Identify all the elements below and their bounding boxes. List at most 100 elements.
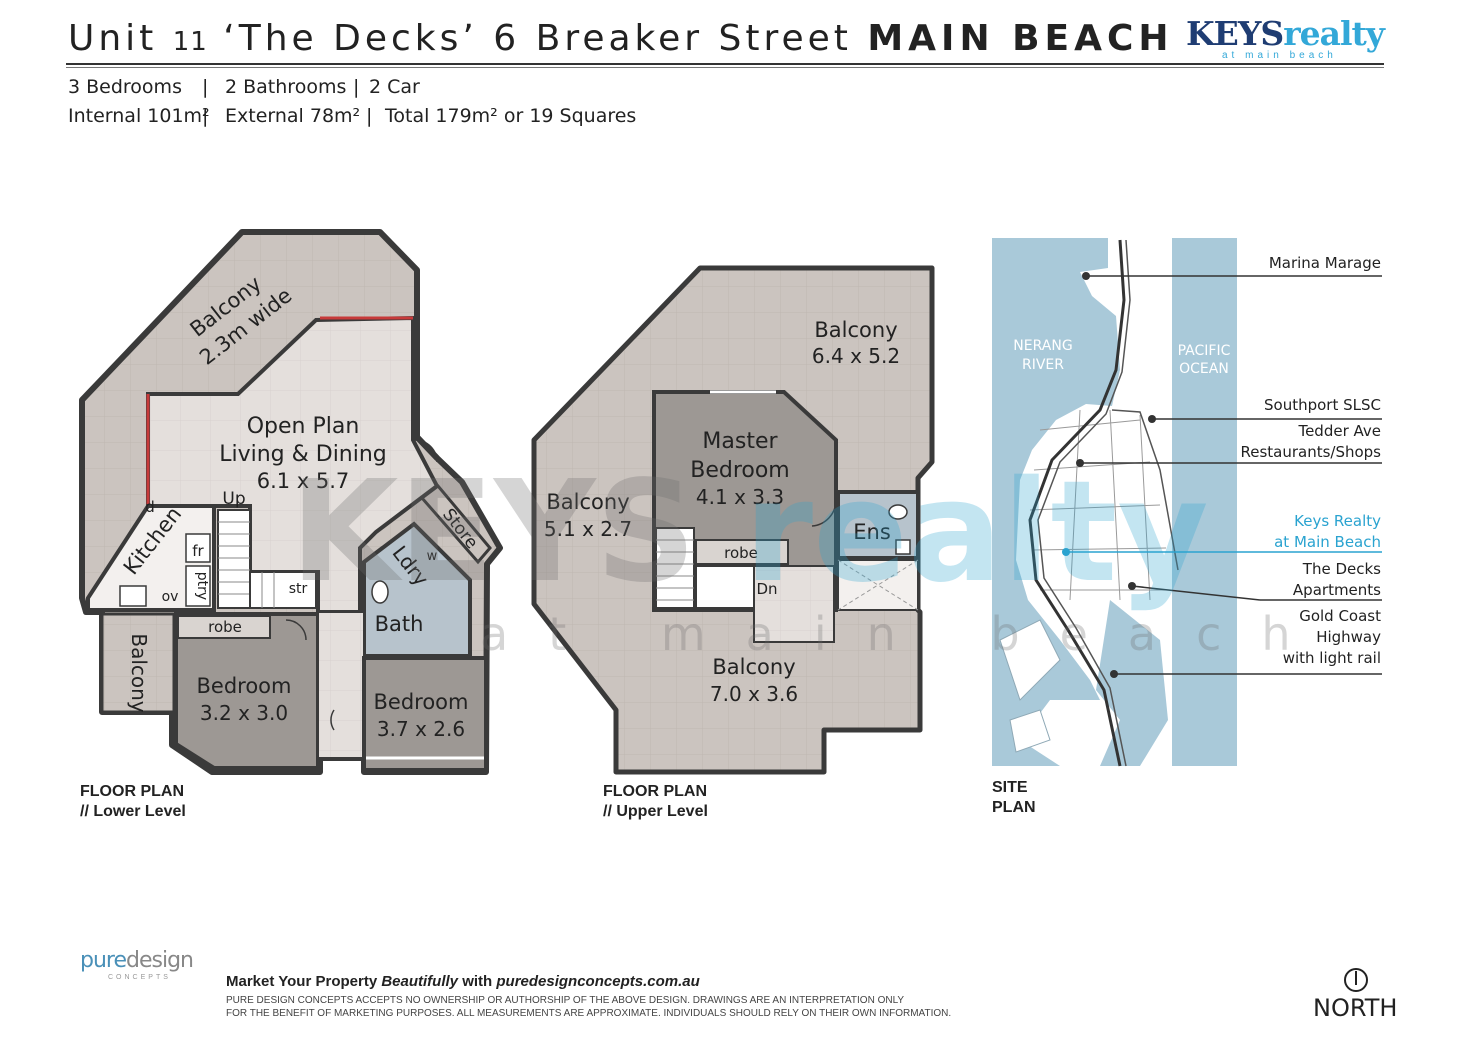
label-ocean: OCEAN [1179, 361, 1229, 377]
promo-part1: Market Your Property [226, 973, 378, 990]
label-master-line1: Master [702, 429, 778, 454]
label-str: str [289, 581, 308, 597]
kitchen-area [86, 504, 216, 612]
map-label-tedder-line1: Tedder Ave [1298, 422, 1381, 440]
upper-hall [753, 565, 835, 643]
keys-realty-logo: KEYSrealty at main beach [1186, 14, 1386, 62]
spec-bathrooms: 2 Bathrooms [225, 76, 347, 98]
label-bedroom-right: Bedroom [374, 690, 469, 714]
map-label-highway-line1: Gold Coast [1299, 607, 1381, 625]
site-plan-map: NERANG RIVER PACIFIC OCEAN [992, 238, 1382, 767]
lower-plan-label-line1: FLOOR PLAN [80, 783, 184, 800]
label-balcony-w: Balcony [546, 490, 629, 514]
watermark: KEYS realty at main beach [290, 451, 1331, 661]
map-label-decks-line1: The Decks [1302, 560, 1381, 578]
lower-level-plan [79, 229, 503, 775]
logo-keys: KEYS [1186, 14, 1284, 53]
label-balcony-side: Balcony [127, 633, 151, 712]
label-balcony-ne-size: 6.4 x 5.2 [812, 344, 900, 368]
hallway [317, 611, 365, 759]
title-rule [66, 63, 1384, 65]
upper-plan-label: FLOOR PLAN // Upper Level [603, 782, 708, 822]
spec-car: 2 Car [369, 76, 420, 98]
pd-logo-design: design [126, 948, 194, 973]
promo-part3: with [462, 973, 493, 990]
title-address: ‘The Decks’ 6 Breaker Street [223, 18, 852, 59]
highway-road [1028, 239, 1126, 767]
promo-url[interactable]: puredesignconcepts.com.au [496, 973, 700, 990]
spec-separator: | [353, 76, 360, 98]
title-unit-number: 11 [172, 27, 208, 57]
north-label: NORTH [1313, 994, 1398, 1022]
spec-external: External 78m² [225, 105, 361, 127]
promo-line: Market Your Property Beautifully with pu… [226, 973, 700, 990]
map-label-tedder: Tedder Ave Restaurants/Shops [1240, 421, 1381, 463]
label-fridge: fr [192, 542, 204, 560]
upper-robe [695, 539, 789, 565]
pd-logo-pure: pure [80, 948, 127, 973]
label-robe-upper: robe [724, 544, 758, 562]
side-balcony [100, 612, 176, 714]
ocean [1172, 238, 1237, 766]
label-pacific: PACIFIC [1178, 343, 1231, 359]
label-up: Up [222, 489, 245, 509]
upper-level-plan [531, 265, 935, 775]
map-label-highway-line3: with light rail [1282, 649, 1381, 667]
stair [217, 509, 251, 609]
watermark-tagline: at main beach [480, 607, 1331, 661]
label-oven: ov [162, 589, 179, 605]
site-plan-label-line2: PLAN [992, 799, 1036, 816]
spec-separator: | [202, 76, 209, 98]
disclaimer-line2: FOR THE BENEFIT OF MARKETING PURPOSES. A… [226, 1008, 952, 1019]
site-plan-label-line1: SITE [992, 779, 1028, 796]
lower-plan-label: FLOOR PLAN // Lower Level [80, 782, 186, 822]
label-nerang: NERANG [1013, 338, 1072, 354]
storage [249, 571, 317, 609]
label-w: w [427, 549, 438, 564]
map-label-marina: Marina Marage [1268, 254, 1381, 272]
map-label-southport: Southport SLSC [1264, 396, 1381, 414]
label-down: Dn [756, 580, 777, 598]
label-master-size: 4.1 x 3.3 [696, 485, 784, 509]
disclaimer-line1: PURE DESIGN CONCEPTS ACCEPTS NO OWNERSHI… [226, 995, 905, 1006]
pure-design-logo: puredesign CONCEPTS [80, 948, 194, 988]
lower-plan-label-line2: // Lower Level [80, 803, 186, 820]
robe [177, 615, 271, 639]
label-bedroom-right-size: 3.7 x 2.6 [377, 717, 465, 741]
spec-total: Total 179m² or 19 Squares [385, 105, 637, 127]
label-bath: Bath [375, 612, 424, 636]
upper-plan-label-line2: // Upper Level [603, 803, 708, 820]
spec-separator: | [366, 105, 373, 127]
north-arrow-icon [1344, 968, 1368, 992]
page-title: Unit 11 ‘The Decks’ 6 Breaker Street MAI… [68, 18, 1174, 59]
map-label-the-decks: The Decks Apartments [1293, 559, 1381, 601]
logo-realty: realty [1283, 14, 1385, 53]
spec-separator: | [202, 105, 209, 127]
label-balcony-s-size: 7.0 x 3.6 [710, 682, 798, 706]
label-living-line1: Open Plan [247, 414, 360, 439]
watermark-realty: realty [744, 451, 1209, 614]
map-label-keys-line2: at Main Beach [1274, 533, 1381, 551]
disclaimer: PURE DESIGN CONCEPTS ACCEPTS NO OWNERSHI… [226, 994, 951, 1020]
label-living-line2: Living & Dining [219, 442, 387, 467]
label-balcony-s: Balcony [712, 655, 795, 679]
title-prefix: Unit [68, 18, 158, 59]
label-balcony-w-size: 5.1 x 2.7 [544, 517, 632, 541]
label-ensuite: Ens [853, 520, 891, 544]
title-rule-thin [66, 67, 1384, 68]
upper-level-labels: Balcony 6.4 x 5.2 Master Bedroom 4.1 x 3… [544, 318, 900, 706]
label-balcony-ne: Balcony [814, 318, 897, 342]
upper-stair [655, 527, 695, 609]
map-label-decks-line2: Apartments [1292, 581, 1381, 599]
map-label-highway-line2: Highway [1316, 628, 1381, 646]
label-kitchen-d: d [145, 498, 155, 516]
upper-plan-label-line1: FLOOR PLAN [603, 783, 707, 800]
label-master-line2: Bedroom [690, 458, 790, 483]
pd-logo-sub: CONCEPTS [108, 974, 171, 981]
upper-landing [695, 565, 755, 609]
map-label-tedder-line2: Restaurants/Shops [1240, 443, 1381, 461]
promo-part2: Beautifully [381, 973, 459, 990]
label-river: RIVER [1022, 357, 1064, 373]
map-label-highway: Gold Coast Highway with light rail [1283, 606, 1381, 669]
